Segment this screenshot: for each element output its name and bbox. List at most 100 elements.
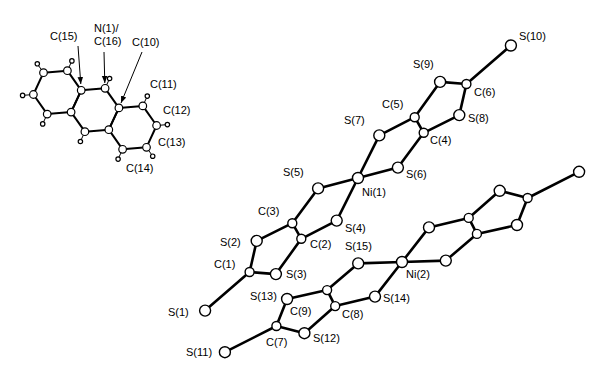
sulfur-atom bbox=[313, 183, 324, 194]
hydrogen-atom bbox=[107, 76, 111, 80]
sulfur-atom bbox=[200, 305, 211, 316]
atom-group bbox=[23, 61, 168, 159]
sulfur-atom bbox=[219, 347, 230, 358]
atom-label: C(4) bbox=[430, 134, 451, 147]
carbon-atom bbox=[143, 144, 151, 152]
atom-label: S(1) bbox=[168, 306, 189, 319]
leader-arrow bbox=[78, 46, 81, 84]
atom-label: S(5) bbox=[283, 166, 304, 179]
hydrogen-atom bbox=[151, 154, 155, 158]
carbon-atom bbox=[472, 229, 481, 238]
atom-label: C(3) bbox=[258, 205, 279, 218]
hydrogen-atom bbox=[41, 122, 45, 126]
nickel-atom bbox=[353, 173, 364, 184]
atom-label: S(4) bbox=[345, 222, 366, 235]
carbon-atom bbox=[67, 108, 75, 116]
atom-label: Ni(1) bbox=[362, 186, 386, 199]
carbon-atom bbox=[40, 69, 48, 77]
carbon-atom bbox=[323, 286, 332, 295]
hydrogen-atom bbox=[70, 59, 74, 63]
atom-label: S(15) bbox=[345, 240, 372, 253]
carbon-atom bbox=[115, 104, 123, 112]
sulfur-atom bbox=[374, 130, 385, 141]
sulfur-atom bbox=[424, 222, 435, 233]
carbon-atom bbox=[30, 91, 38, 99]
bond bbox=[23, 61, 168, 159]
atom-label: C(8) bbox=[342, 308, 363, 321]
carbon-atom bbox=[101, 85, 109, 93]
atom-label: C(9) bbox=[290, 305, 311, 318]
atom-label: C(14) bbox=[126, 162, 154, 175]
sulfur-atom bbox=[505, 40, 516, 51]
atom-label: C(2) bbox=[310, 238, 331, 251]
carbon-atom bbox=[139, 102, 147, 110]
hydrogen-atom bbox=[35, 62, 39, 66]
atom-group bbox=[20, 59, 169, 162]
carbon-atom bbox=[153, 122, 161, 130]
atom-label: Ni(2) bbox=[406, 268, 430, 281]
sulfur-atom bbox=[353, 258, 364, 269]
atom-group bbox=[200, 40, 585, 358]
atom-label: S(8) bbox=[468, 112, 489, 125]
atom-label: C(11) bbox=[150, 78, 177, 91]
sulfur-atom bbox=[435, 76, 446, 87]
atom-label: C(10) bbox=[132, 36, 160, 49]
sulfur-atom bbox=[440, 255, 451, 266]
atom-label: S(14) bbox=[383, 292, 410, 305]
sulfur-atom bbox=[331, 215, 342, 226]
atom-label: C(12) bbox=[163, 104, 191, 117]
sulfur-atom bbox=[251, 235, 262, 246]
atom-label: C(6) bbox=[474, 86, 495, 99]
hydrogen-atom bbox=[145, 94, 149, 98]
sulfur-atom bbox=[574, 166, 585, 177]
sulfur-atom bbox=[494, 185, 505, 196]
hydrogen-atom bbox=[116, 157, 120, 161]
atom-label: S(7) bbox=[344, 114, 365, 127]
leader-arrow bbox=[121, 52, 142, 103]
carbon-atom bbox=[419, 128, 428, 137]
atom-label: S(9) bbox=[413, 58, 434, 71]
atom-label: C(5) bbox=[382, 98, 403, 111]
sulfur-atom bbox=[512, 220, 523, 231]
carbon-atom bbox=[64, 67, 72, 75]
carbon-atom bbox=[105, 126, 113, 134]
carbon-atom bbox=[288, 219, 297, 228]
sulfur-atom bbox=[299, 328, 310, 339]
leader-arrow bbox=[104, 52, 106, 83]
atom-label: S(10) bbox=[519, 30, 546, 43]
carbon-atom bbox=[410, 113, 419, 122]
bond bbox=[109, 106, 157, 149]
bond bbox=[225, 172, 579, 352]
atom-label: C(1) bbox=[214, 258, 235, 271]
atom-label: C(15) bbox=[50, 30, 78, 43]
carbon-atom bbox=[81, 128, 89, 136]
sulfur-atom bbox=[270, 269, 281, 280]
carbon-atom bbox=[523, 194, 532, 203]
atom-group bbox=[78, 46, 142, 103]
hydrogen-atom bbox=[78, 139, 82, 143]
atom-label: N(1)/ C(16) bbox=[94, 22, 128, 48]
carbon-atom bbox=[464, 213, 473, 222]
sulfur-atom bbox=[370, 291, 381, 302]
atom-label: C(7) bbox=[266, 336, 287, 349]
sulfur-atom bbox=[392, 162, 403, 173]
atom-label: S(6) bbox=[406, 168, 427, 181]
carbon-atom bbox=[272, 322, 281, 331]
atom-label: S(13) bbox=[250, 290, 277, 303]
carbon-atom bbox=[462, 80, 471, 89]
carbon-atom bbox=[245, 268, 254, 277]
carbon-atom bbox=[77, 87, 85, 95]
hydrogen-atom bbox=[165, 122, 169, 126]
atom-label: S(2) bbox=[220, 236, 241, 249]
carbon-atom bbox=[43, 110, 51, 118]
hydrogen-atom bbox=[20, 93, 24, 97]
bond bbox=[205, 46, 511, 311]
atom-label: C(13) bbox=[158, 136, 186, 149]
atom-label: S(11) bbox=[186, 346, 212, 359]
atom-label: S(3) bbox=[286, 268, 307, 281]
sulfur-atom bbox=[282, 294, 293, 305]
atom-label: S(12) bbox=[313, 332, 340, 345]
carbon-atom bbox=[331, 302, 340, 311]
